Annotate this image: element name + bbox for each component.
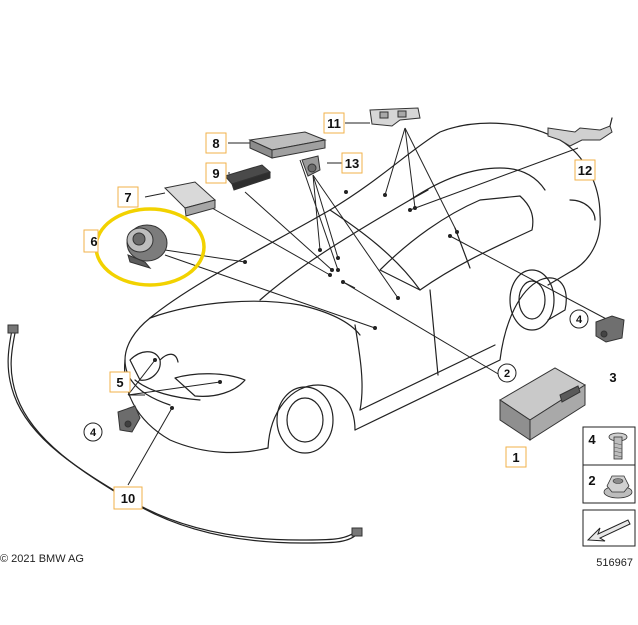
callout-13: 13 — [345, 156, 359, 171]
part-13-sensor — [301, 155, 321, 177]
leader-lines — [127, 122, 613, 486]
hardware-legend: 4 2 — [582, 426, 636, 504]
callout-7-tag — [117, 186, 139, 208]
callout-4-left-circle — [83, 422, 103, 442]
part-10-cable — [7, 324, 363, 544]
callout-12: 12 — [578, 163, 592, 178]
copyright-text: © 2021 BMW AG — [0, 553, 84, 565]
part-9-sensor — [224, 164, 271, 191]
callout-12-tag — [574, 159, 596, 181]
callout-10-tag — [113, 486, 143, 510]
callouts: 11 12 8 9 13 7 6 5 4 4 3 2 1 — [83, 112, 617, 510]
callout-5: 5 — [116, 375, 123, 390]
callout-13-tag — [341, 152, 363, 174]
callout-6-tag — [83, 229, 99, 253]
callout-8-tag — [205, 132, 227, 154]
callout-11: 11 — [327, 116, 341, 131]
legend-nut-number: 2 — [588, 473, 595, 488]
part-3-sensor — [595, 315, 625, 343]
leader-dots — [153, 190, 459, 410]
car-outline — [123, 122, 601, 454]
nut-icon — [603, 475, 633, 499]
callout-8: 8 — [212, 136, 219, 151]
part-5-sensor — [117, 405, 141, 433]
part-1-control-unit — [499, 367, 586, 441]
part-7-module — [163, 181, 217, 217]
legend-screw-number: 4 — [588, 432, 596, 447]
callout-4-right: 4 — [576, 314, 583, 326]
callout-4-left: 4 — [90, 427, 97, 439]
part-6-siren — [126, 224, 168, 269]
callout-7: 7 — [124, 190, 131, 205]
callout-2: 2 — [504, 368, 510, 380]
part-11-bracket — [369, 107, 421, 127]
direction-arrow-icon — [586, 519, 631, 542]
callout-10: 10 — [121, 491, 135, 506]
callout-9: 9 — [212, 166, 219, 181]
callout-1-tag — [505, 446, 527, 468]
part-12-antenna-bracket — [547, 117, 613, 147]
callout-1: 1 — [512, 450, 519, 465]
orientation-box — [582, 509, 636, 547]
part-8-module — [248, 131, 327, 159]
callout-4-right-circle — [569, 309, 589, 329]
callout-6: 6 — [90, 234, 97, 249]
callout-11-tag — [323, 112, 345, 134]
callout-5-tag — [109, 371, 131, 393]
callout-3: 3 — [609, 370, 616, 385]
screw-icon — [608, 432, 628, 460]
diagram-number: 516967 — [596, 557, 633, 569]
callout-9-tag — [205, 162, 227, 184]
callout-2-circle — [497, 363, 517, 383]
